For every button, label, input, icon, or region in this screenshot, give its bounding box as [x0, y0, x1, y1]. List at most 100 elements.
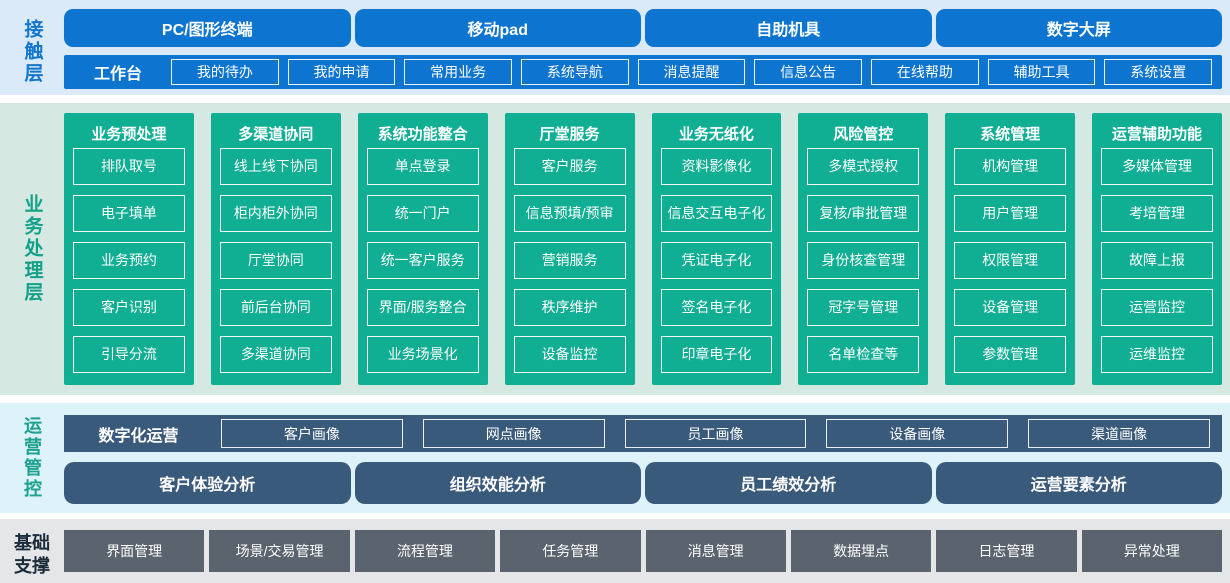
- column-item: 界面/服务整合: [366, 289, 479, 326]
- contact-layer: 接触层 PC/图形终端 移动pad 自助机具 数字大屏 工作台 我的待办 我的申…: [0, 0, 1230, 95]
- column-item: 签名电子化: [660, 289, 773, 326]
- column-ops-auxiliary: 运营辅助功能 多媒体管理 考培管理 故障上报 运营监控 运维监控: [1092, 113, 1222, 385]
- workbench-item-sys-settings: 系统设置: [1104, 59, 1213, 85]
- analysis-customer-experience: 客户体验分析: [64, 462, 351, 504]
- terminal-self-service: 自助机具: [645, 9, 932, 47]
- business-layer-label: 业务处理层: [21, 194, 43, 304]
- portrait-device: 设备画像: [826, 419, 1009, 448]
- column-item: 电子填单: [73, 195, 185, 232]
- column-item: 信息交互电子化: [660, 195, 773, 232]
- foundation-message-mgmt: 消息管理: [645, 530, 786, 572]
- column-title: 厅堂服务: [539, 125, 600, 143]
- column-item: 业务预约: [73, 242, 185, 279]
- foundation-log-mgmt: 日志管理: [936, 530, 1077, 572]
- analysis-row: 客户体验分析 组织效能分析 员工绩效分析 运营要素分析: [64, 462, 1222, 504]
- foundation-layer-label: 基础支撑: [14, 533, 50, 576]
- column-item: 统一门户: [366, 195, 479, 232]
- column-item: 引导分流: [73, 336, 185, 373]
- workbench-item-msg-remind: 消息提醒: [637, 59, 746, 85]
- terminal-mobile-pad: 移动pad: [354, 9, 641, 47]
- contact-layer-gutter: 接触层: [0, 9, 64, 95]
- column-item: 排队取号: [73, 148, 185, 185]
- column-item: 权限管理: [954, 242, 1067, 279]
- column-item: 客户服务: [513, 148, 626, 185]
- foundation-layer-gutter: 基础支撑: [0, 530, 64, 583]
- column-item: 多模式授权: [807, 148, 920, 185]
- workbench-item-common-biz: 常用业务: [404, 59, 513, 85]
- column-item: 信息预填/预审: [513, 195, 626, 232]
- column-item: 身份核查管理: [807, 242, 920, 279]
- foundation-layer: 基础支撑 界面管理 场景/交易管理 流程管理 任务管理 消息管理 数据埋点 日志…: [0, 519, 1230, 583]
- operation-layer-label: 运营管控: [22, 416, 42, 500]
- column-item: 秩序维护: [513, 289, 626, 326]
- column-item: 用户管理: [954, 195, 1067, 232]
- foundation-exception-handling: 异常处理: [1081, 530, 1222, 572]
- foundation-data-tracking: 数据埋点: [790, 530, 932, 572]
- analysis-employee-performance: 员工绩效分析: [645, 462, 932, 504]
- terminal-row: PC/图形终端 移动pad 自助机具 数字大屏: [64, 9, 1222, 47]
- column-pre-processing: 业务预处理 排队取号 电子填单 业务预约 客户识别 引导分流: [64, 113, 194, 385]
- contact-layer-label: 接触层: [21, 19, 43, 85]
- workbench-item-my-apply: 我的申请: [287, 59, 396, 85]
- terminal-pc: PC/图形终端: [64, 9, 351, 47]
- column-paperless: 业务无纸化 资料影像化 信息交互电子化 凭证电子化 签名电子化 印章电子化: [651, 113, 782, 385]
- column-item: 故障上报: [1101, 242, 1213, 279]
- column-item: 印章电子化: [660, 336, 773, 373]
- column-item: 名单检查等: [807, 336, 920, 373]
- workbench-label: 工作台: [93, 66, 142, 83]
- column-hall-service: 厅堂服务 客户服务 信息预填/预审 营销服务 秩序维护 设备监控: [504, 113, 635, 385]
- workbench-bar: 工作台 我的待办 我的申请 常用业务 系统导航 消息提醒 信息公告 在线帮助 辅…: [64, 55, 1222, 89]
- business-layer: 业务处理层 业务预处理 排队取号 电子填单 业务预约 客户识别 引导分流 多渠道…: [0, 103, 1230, 395]
- column-title: 业务预处理: [91, 125, 167, 143]
- foundation-ui-mgmt: 界面管理: [64, 530, 205, 572]
- column-item: 资料影像化: [660, 148, 773, 185]
- portrait-customer: 客户画像: [221, 419, 403, 448]
- column-item: 业务场景化: [366, 336, 479, 373]
- portrait-employee: 员工画像: [624, 419, 807, 448]
- column-item: 营销服务: [513, 242, 626, 279]
- column-item: 多媒体管理: [1101, 148, 1213, 185]
- column-item: 冠字号管理: [807, 289, 920, 326]
- column-item: 多渠道协同: [219, 336, 332, 373]
- column-multi-channel: 多渠道协同 线上线下协同 柜内柜外协同 厅堂协同 前后台协同 多渠道协同: [210, 113, 341, 385]
- workbench-item-online-help: 在线帮助: [871, 59, 979, 85]
- digital-operation-label: 数字化运营: [98, 427, 179, 445]
- analysis-org-efficiency: 组织效能分析: [354, 462, 641, 504]
- column-title: 风险管控: [833, 125, 894, 143]
- portrait-channel: 渠道画像: [1028, 419, 1210, 448]
- column-title: 多渠道协同: [238, 125, 314, 143]
- business-layer-gutter: 业务处理层: [0, 103, 64, 395]
- column-item: 运维监控: [1101, 336, 1213, 373]
- foundation-task-mgmt: 任务管理: [500, 530, 641, 572]
- column-item: 凭证电子化: [660, 242, 773, 279]
- column-item: 线上线下协同: [219, 148, 332, 185]
- column-item: 客户识别: [73, 289, 185, 326]
- workbench-item-info-notice: 信息公告: [754, 59, 863, 85]
- column-title: 运营辅助功能: [1112, 125, 1203, 143]
- operation-layer-gutter: 运营管控: [0, 403, 64, 513]
- column-item: 设备监控: [513, 336, 626, 373]
- column-sys-integration: 系统功能整合 单点登录 统一门户 统一客户服务 界面/服务整合 业务场景化: [357, 113, 488, 385]
- foundation-scene-txn-mgmt: 场景/交易管理: [209, 530, 350, 572]
- workbench-item-todo: 我的待办: [171, 59, 279, 85]
- analysis-ops-elements: 运营要素分析: [935, 462, 1222, 504]
- column-title: 业务无纸化: [678, 125, 754, 143]
- workbench-item-sys-nav: 系统导航: [521, 59, 629, 85]
- foundation-process-mgmt: 流程管理: [354, 530, 496, 572]
- column-item: 统一客户服务: [366, 242, 479, 279]
- column-title: 系统管理: [980, 125, 1041, 143]
- column-item: 机构管理: [954, 148, 1067, 185]
- column-item: 复核/审批管理: [807, 195, 920, 232]
- column-item: 运营监控: [1101, 289, 1213, 326]
- column-item: 参数管理: [954, 336, 1067, 373]
- business-columns: 业务预处理 排队取号 电子填单 业务预约 客户识别 引导分流 多渠道协同 线上线…: [64, 113, 1222, 385]
- workbench-item-aux-tools: 辅助工具: [987, 59, 1096, 85]
- operation-layer: 运营管控 数字化运营 客户画像 网点画像 员工画像 设备画像 渠道画像 客户体验…: [0, 403, 1230, 513]
- column-item: 设备管理: [954, 289, 1067, 326]
- column-title: 系统功能整合: [377, 125, 468, 143]
- terminal-digital-screen: 数字大屏: [935, 9, 1222, 47]
- foundation-row: 界面管理 场景/交易管理 流程管理 任务管理 消息管理 数据埋点 日志管理 异常…: [64, 530, 1222, 572]
- digital-operation-bar: 数字化运营 客户画像 网点画像 员工画像 设备画像 渠道画像: [64, 415, 1222, 452]
- column-item: 考培管理: [1101, 195, 1213, 232]
- column-item: 柜内柜外协同: [219, 195, 332, 232]
